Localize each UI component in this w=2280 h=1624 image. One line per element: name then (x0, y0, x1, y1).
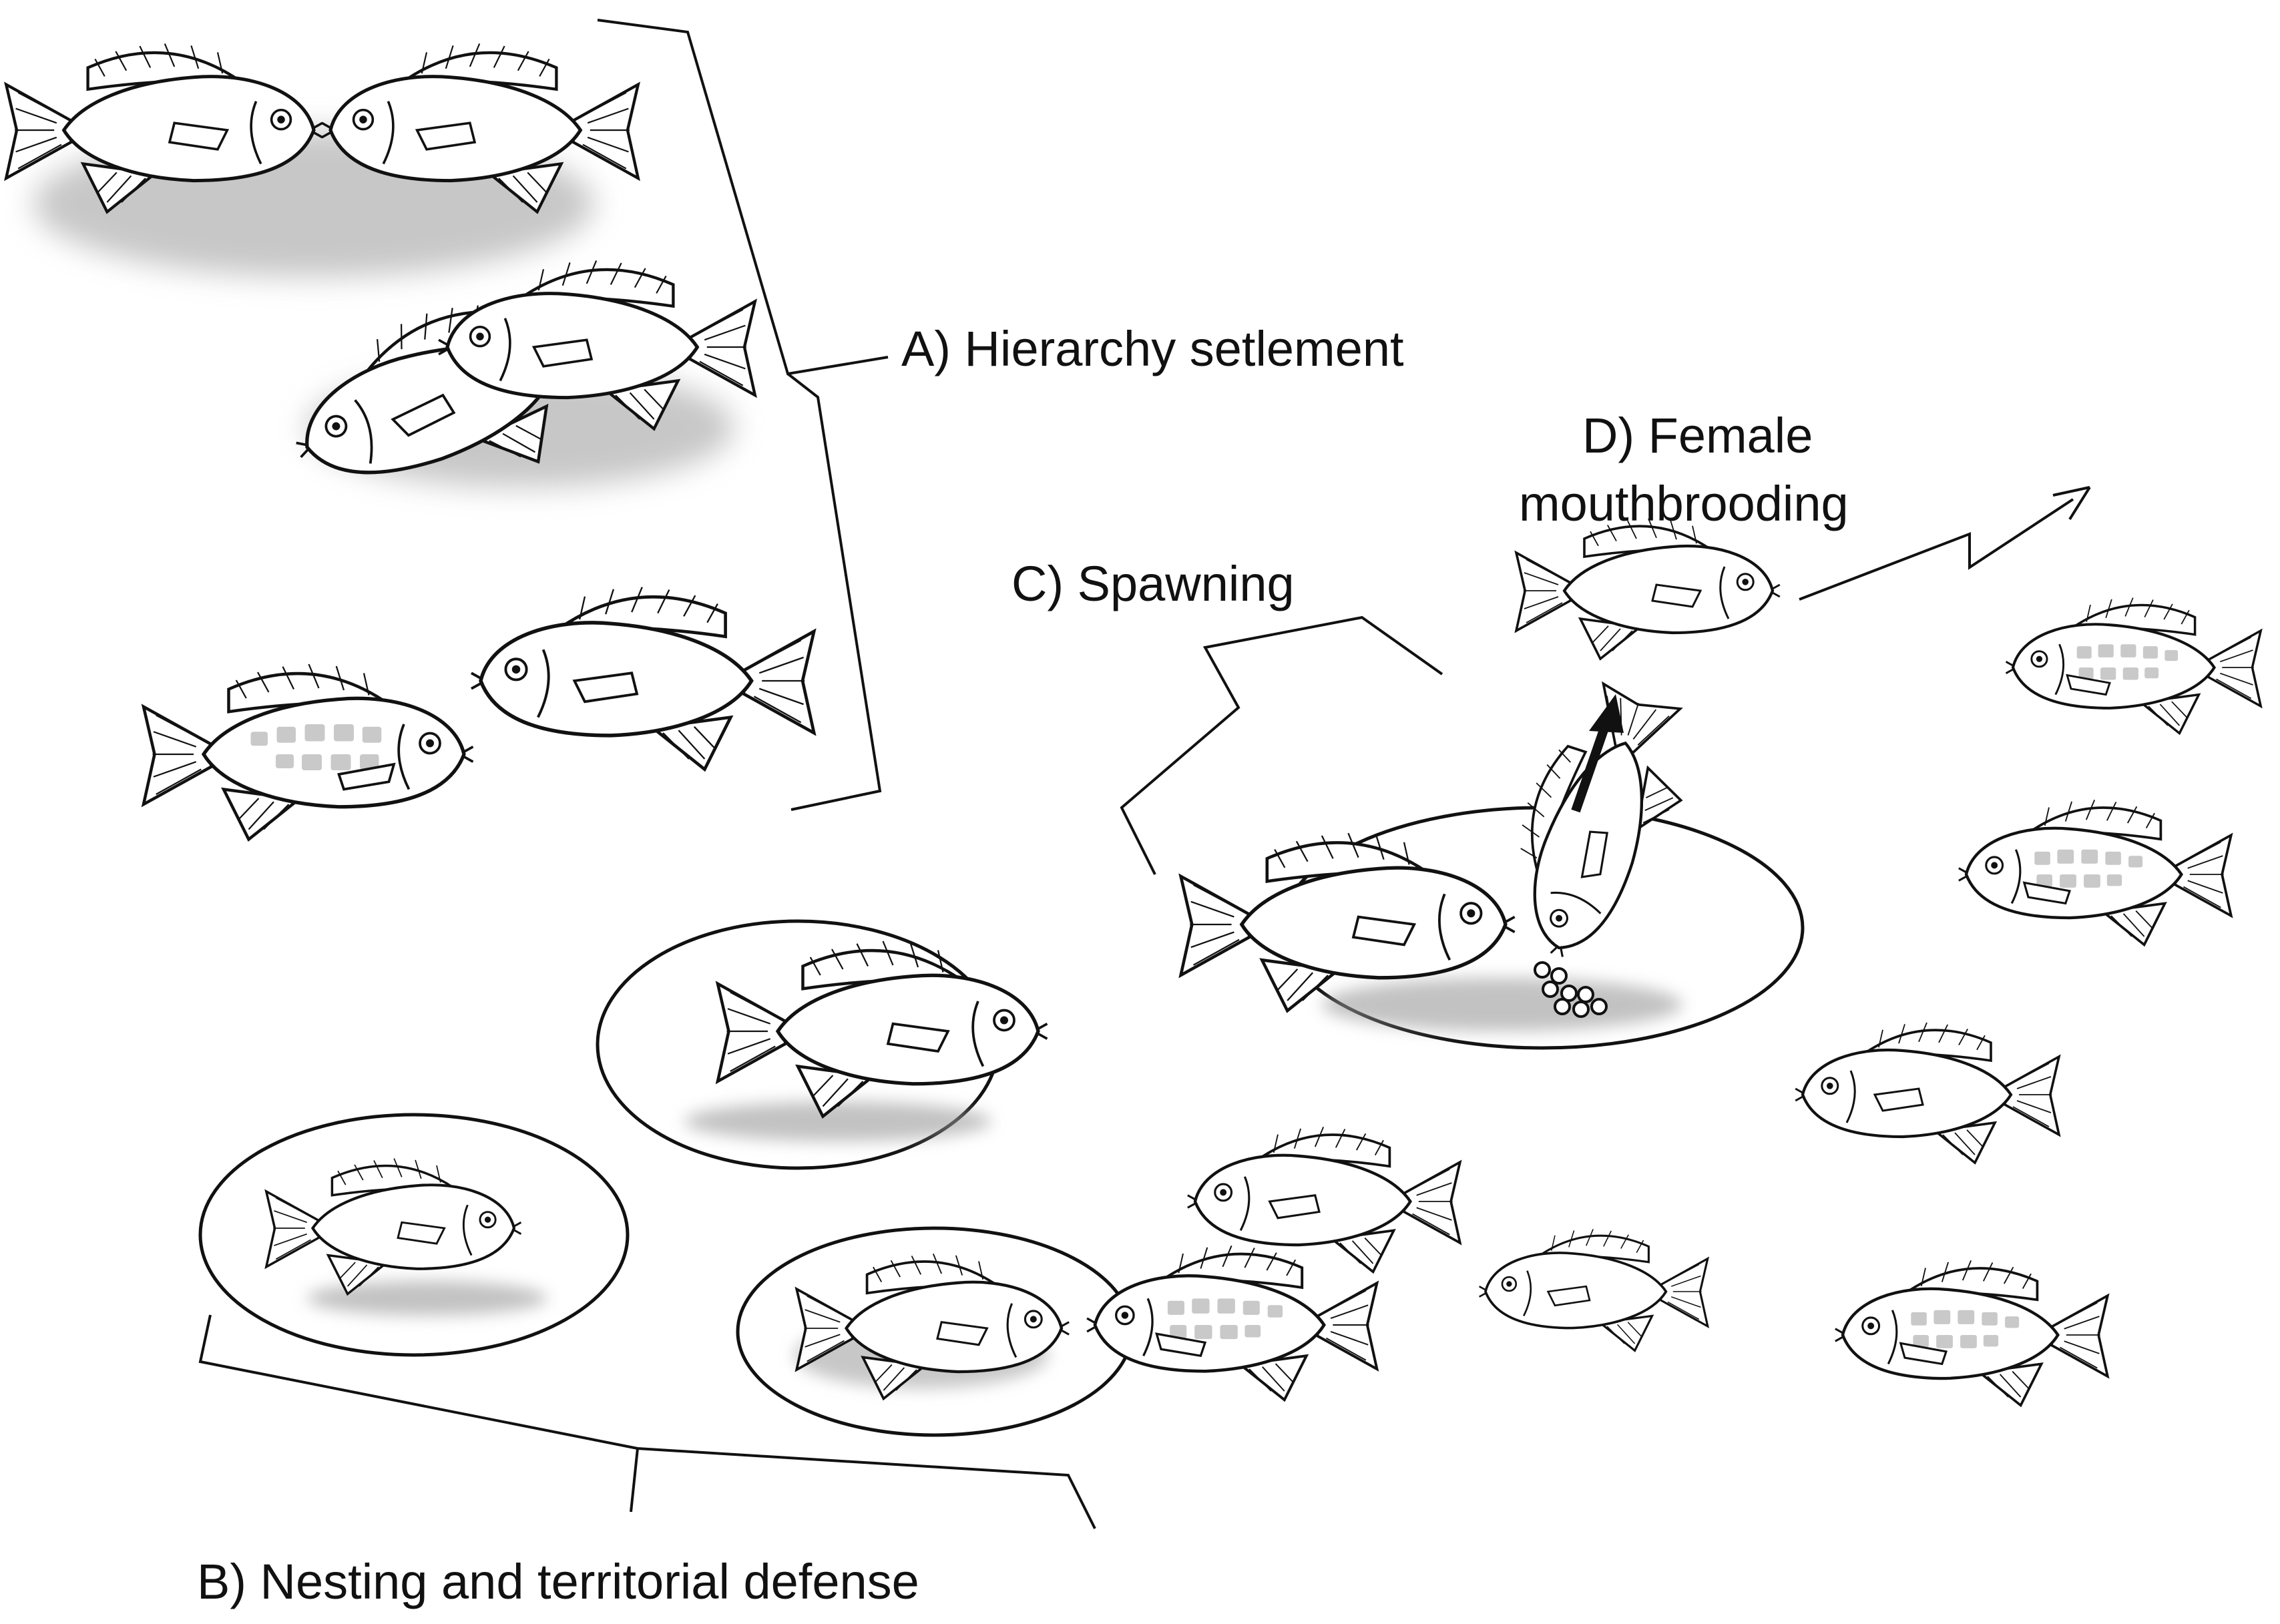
fish-mouthbrooding-female (1516, 519, 1780, 659)
fish-plain-3 (1477, 1228, 1709, 1352)
fish-dominant (471, 587, 814, 770)
fish-barred-2 (1959, 800, 2231, 944)
arrow-to-mouthbrooding (1571, 722, 1610, 813)
fish-subordinate (144, 664, 473, 840)
fish-intruder (1087, 1246, 1377, 1400)
shadow (1322, 978, 1682, 1031)
fish-plain-1 (1795, 1023, 2059, 1163)
label-b: B) Nesting and territorial defense (197, 1554, 919, 1609)
label-d-line1: D) Female (1582, 408, 1813, 463)
label-d-line2: mouthbrooding (1519, 476, 1849, 531)
label-a: A) Hierarchy setlement (901, 321, 1404, 376)
exit-arrow (1799, 498, 2074, 601)
fish-barred-3 (1835, 1260, 2108, 1405)
bracket-b (198, 1314, 1096, 1529)
shadow (307, 1281, 547, 1316)
bracket-a (597, 19, 889, 811)
bracket-c (1120, 615, 1443, 875)
arrow-head (1589, 694, 1624, 733)
group-nesting: B) Nesting and territorial defense (197, 919, 1377, 1609)
fish-barred-1 (2006, 598, 2261, 734)
group-mouthbrooding: D) Female mouthbrooding (1516, 408, 2091, 659)
shadow (684, 1101, 991, 1141)
group-hierarchy: A) Hierarchy setlement (6, 19, 1404, 840)
eggs (1534, 961, 1608, 1018)
exit-arrow-head (2052, 486, 2091, 521)
fish-plain-2 (1188, 1127, 1460, 1272)
group-spawning: C) Spawning (1011, 556, 1805, 1050)
label-c: C) Spawning (1011, 556, 1295, 611)
